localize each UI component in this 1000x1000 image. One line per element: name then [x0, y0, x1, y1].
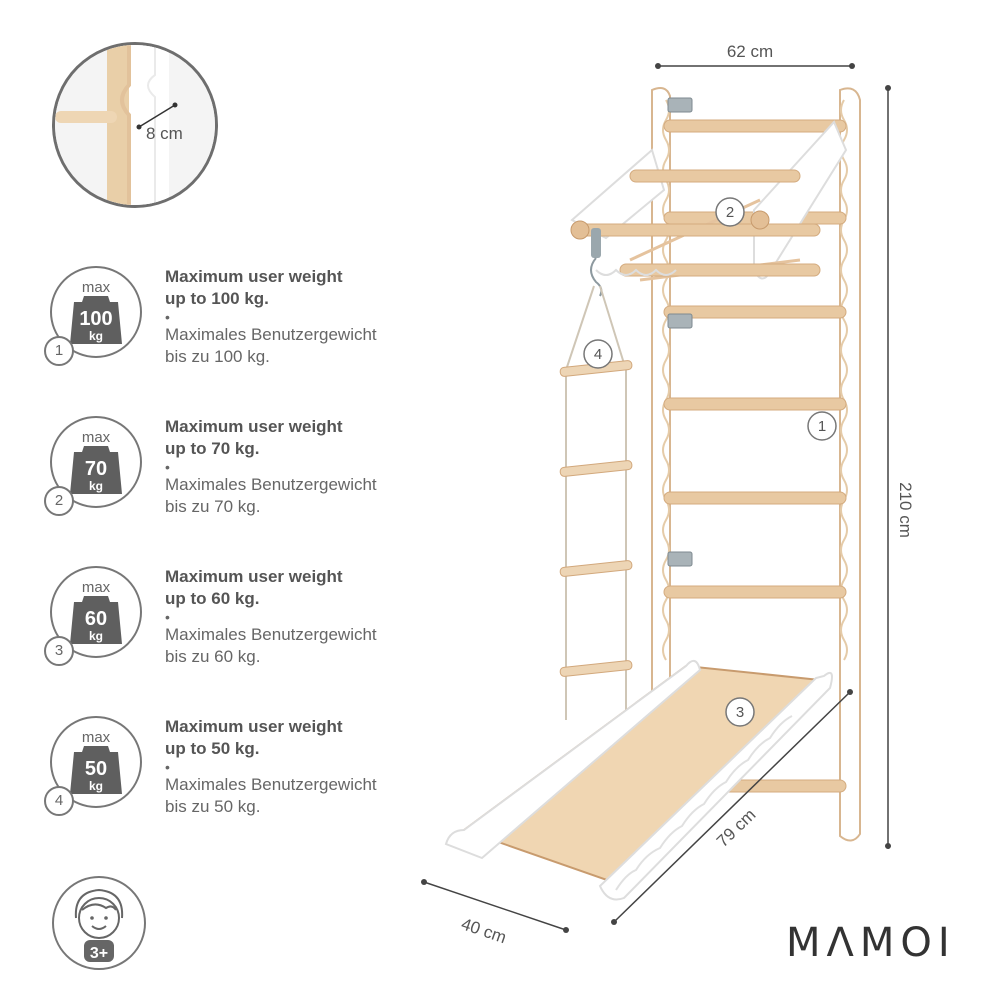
weight-text: Maximum user weight up to 70 kg. • Maxim…: [165, 416, 465, 518]
weight-number-badge: 3: [44, 636, 74, 666]
child-face-icon: 3+: [74, 888, 124, 962]
age-badge: 3+: [52, 876, 146, 970]
detail-label: 8 cm: [146, 124, 183, 143]
weight-de-line2: bis zu 60 kg.: [165, 647, 261, 666]
detail-illustration: [55, 45, 215, 205]
weight-de-line2: bis zu 100 kg.: [165, 347, 270, 366]
brand-logo: MΛMOI: [786, 920, 956, 966]
weight-max-label: max: [82, 279, 111, 296]
weight-en-line2: up to 100 kg.: [165, 289, 269, 308]
weight-en-line1: Maximum user weight: [165, 717, 343, 736]
age-label: 3+: [90, 945, 108, 962]
weight-de-line1: Maximales Benutzergewicht: [165, 775, 377, 794]
callout-1: 1: [818, 418, 826, 435]
callout-4: 4: [594, 346, 602, 363]
weight-unit: kg: [89, 779, 103, 793]
weight-row-4: max 50 kg 4 Maximum user weight up to 50…: [44, 716, 444, 846]
callout-3: 3: [736, 704, 744, 721]
weight-separator: •: [165, 609, 170, 625]
weight-de-line1: Maximales Benutzergewicht: [165, 625, 377, 644]
weight-en-line1: Maximum user weight: [165, 417, 343, 436]
weight-row-1: max 100 kg 1 Maximum user weight up to 1…: [44, 266, 444, 396]
weight-max-label: max: [82, 729, 111, 746]
weight-max-label: max: [82, 429, 111, 446]
depth-dimension-label: 79 cm: [713, 805, 760, 851]
weight-en-line2: up to 50 kg.: [165, 739, 260, 758]
slide-width-dimension-label: 40 cm: [459, 914, 509, 947]
weight-en-line2: up to 60 kg.: [165, 589, 260, 608]
weight-unit: kg: [89, 479, 103, 493]
width-dimension-label: 62 cm: [727, 42, 773, 61]
weight-en-line1: Maximum user weight: [165, 267, 343, 286]
weight-text: Maximum user weight up to 60 kg. • Maxim…: [165, 566, 465, 668]
weight-number-badge: 2: [44, 486, 74, 516]
weight-number-badge: 1: [44, 336, 74, 366]
weight-en-line2: up to 70 kg.: [165, 439, 260, 458]
weight-value: 60: [85, 608, 107, 630]
product-illustration: 62 cm 210 cm: [421, 42, 915, 947]
weight-separator: •: [165, 309, 170, 325]
weight-en-line1: Maximum user weight: [165, 567, 343, 586]
weight-text: Maximum user weight up to 50 kg. • Maxim…: [165, 716, 465, 818]
weight-de-line1: Maximales Benutzergewicht: [165, 325, 377, 344]
weight-separator: •: [165, 459, 170, 475]
height-dimension-label: 210 cm: [896, 482, 915, 538]
weight-value: 100: [79, 308, 112, 330]
weight-max-label: max: [82, 579, 111, 596]
detail-circle: [52, 42, 218, 208]
weight-text: Maximum user weight up to 100 kg. • Maxi…: [165, 266, 465, 368]
weight-row-3: max 60 kg 3 Maximum user weight up to 60…: [44, 566, 444, 696]
weight-value: 50: [85, 758, 107, 780]
weight-icon: max 50 kg: [50, 716, 142, 808]
weight-value: 70: [85, 458, 107, 480]
weight-icon: max 60 kg: [50, 566, 142, 658]
weight-row-2: max 70 kg 2 Maximum user weight up to 70…: [44, 416, 444, 546]
weight-de-line1: Maximales Benutzergewicht: [165, 475, 377, 494]
weight-unit: kg: [89, 629, 103, 643]
weight-de-line2: bis zu 50 kg.: [165, 797, 261, 816]
weight-unit: kg: [89, 329, 103, 343]
weight-icon: max 70 kg: [50, 416, 142, 508]
weight-separator: •: [165, 759, 170, 775]
weight-de-line2: bis zu 70 kg.: [165, 497, 261, 516]
weight-number-badge: 4: [44, 786, 74, 816]
callout-2: 2: [726, 204, 734, 221]
